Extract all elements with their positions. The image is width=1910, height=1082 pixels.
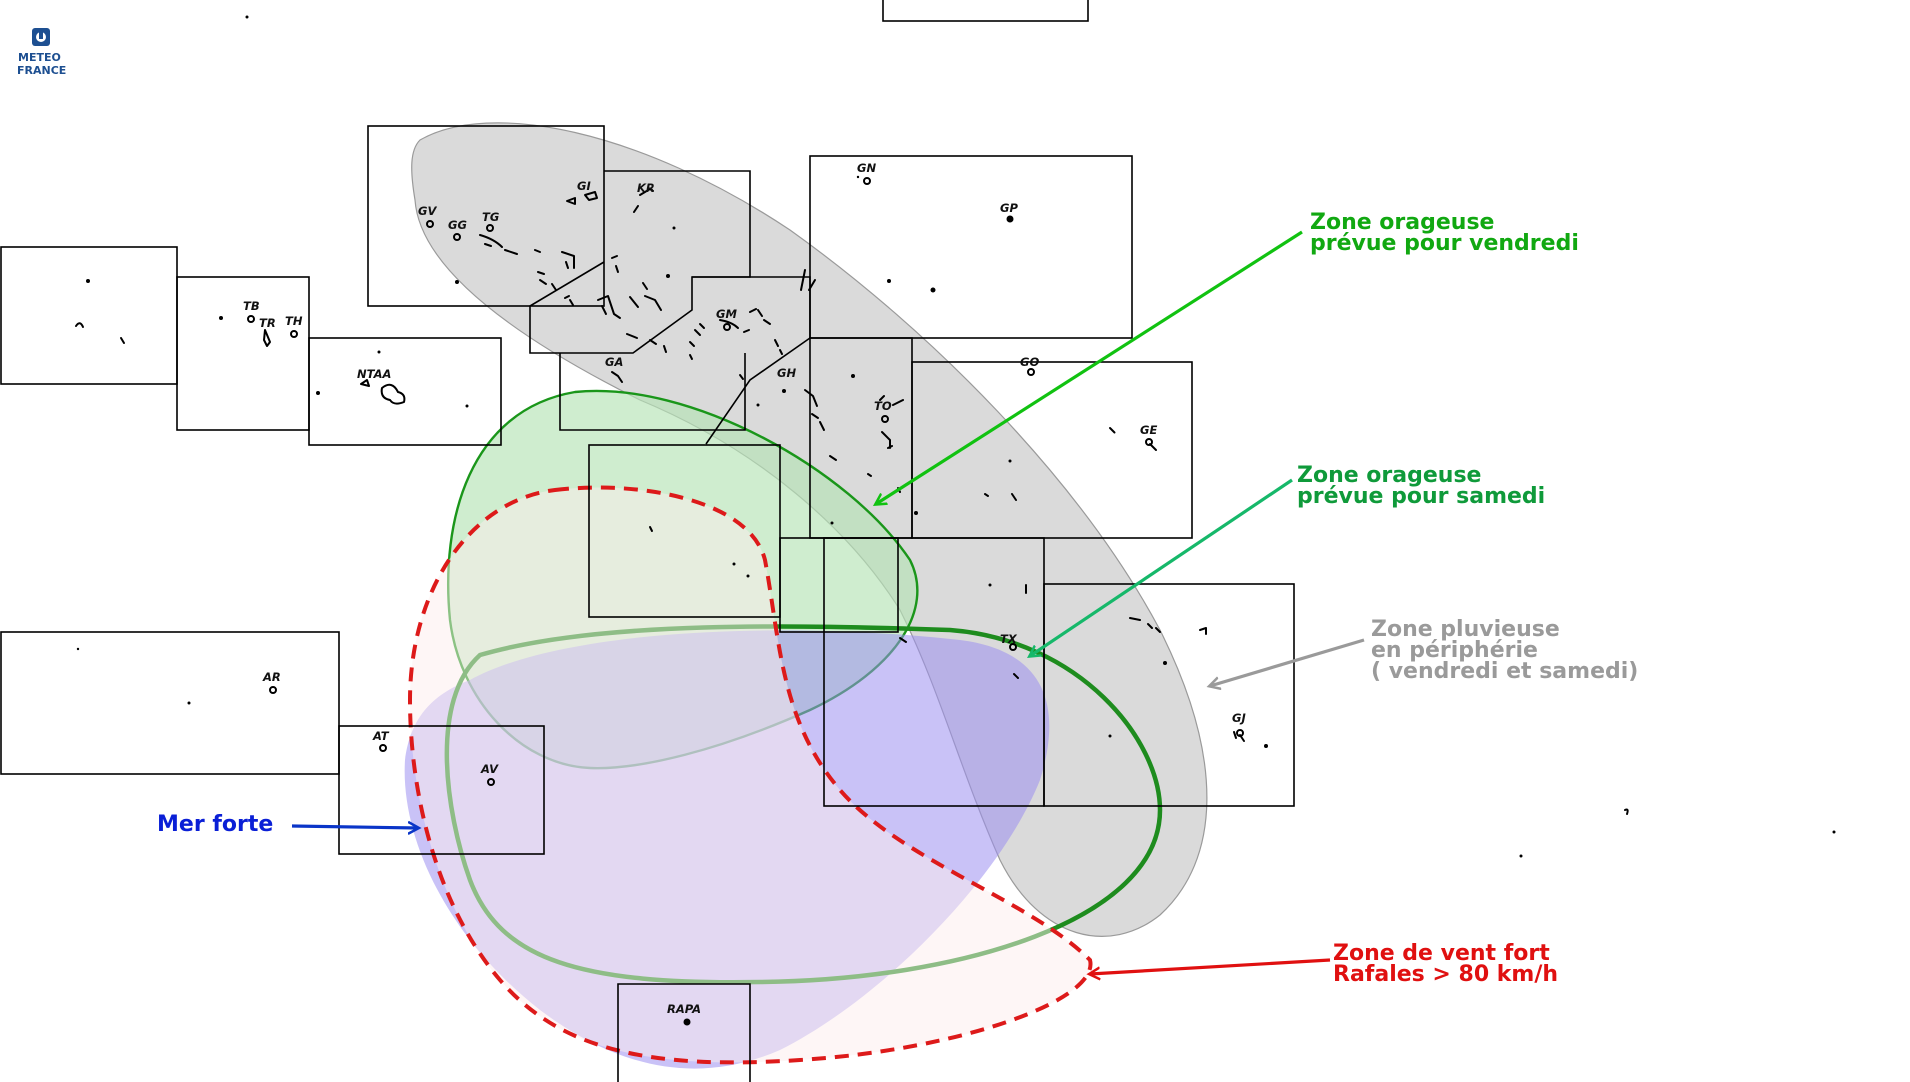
code-gp: GP	[1000, 201, 1018, 215]
code-gm: GM	[716, 307, 737, 321]
code-ntaa: NTAA	[357, 367, 391, 381]
code-kr: KR	[637, 181, 655, 195]
code-gn: GN	[857, 161, 876, 175]
box-gv	[367, 125, 605, 307]
box-top-edge	[882, 0, 1089, 22]
code-to: TO	[874, 399, 892, 413]
annotation-arrows	[291, 230, 1365, 974]
box-center	[588, 444, 781, 618]
box-ga	[559, 353, 746, 431]
box-ntaa	[308, 337, 502, 446]
weather-zones	[404, 122, 1208, 1069]
wind-zone	[407, 485, 1093, 1065]
code-av: AV	[480, 762, 499, 776]
logo-line-2: FRANCE	[17, 64, 66, 77]
arrow-storm-saturday	[1030, 478, 1293, 656]
code-tr: TR	[259, 316, 276, 330]
arrow-rain	[1210, 638, 1365, 686]
label-wind-2: Rafales > 80 km/h	[1333, 962, 1558, 987]
label-storm-friday-2: prévue pour vendredi	[1310, 231, 1579, 256]
label-sea: Mer forte	[157, 812, 273, 837]
label-storm-saturday-2: prévue pour samedi	[1297, 484, 1545, 509]
code-ar: AR	[262, 670, 281, 684]
box-gn	[809, 155, 1133, 339]
code-tg: TG	[482, 210, 499, 224]
box-go	[911, 361, 1193, 539]
code-gv: GV	[418, 204, 437, 218]
box-gj	[1043, 583, 1295, 807]
code-gi: GI	[577, 179, 591, 193]
code-gj: GJ	[1232, 711, 1246, 725]
label-wind-1: Zone de vent fort	[1333, 941, 1550, 966]
label-rain-1: Zone pluvieuse	[1371, 617, 1560, 642]
code-gg: GG	[448, 218, 467, 232]
code-ge: GE	[1140, 423, 1157, 437]
island-codes: GV GG TG GI KR GN GP TB TR TH NTAA GA GM…	[243, 161, 1246, 1016]
box-far-west	[0, 246, 178, 385]
logo-line-1: METEO	[18, 51, 61, 64]
code-gh: GH	[777, 366, 796, 380]
arrow-sea	[291, 826, 418, 828]
code-ga: GA	[605, 355, 623, 369]
box-ar	[0, 631, 340, 775]
code-th: TH	[285, 314, 303, 328]
arrow-storm-friday	[876, 230, 1303, 504]
code-rapa: RAPA	[667, 1002, 701, 1016]
label-rain-2: en périphérie	[1371, 638, 1538, 663]
label-storm-saturday-1: Zone orageuse	[1297, 463, 1481, 488]
meteo-france-logo: METEO FRANCE	[17, 28, 66, 77]
code-tb: TB	[243, 299, 260, 313]
label-rain-3: ( vendredi et samedi)	[1371, 659, 1638, 684]
code-tx: TX	[1000, 632, 1018, 646]
box-kr	[529, 170, 751, 354]
inset-boxes	[0, 0, 1295, 1082]
arrow-wind	[1090, 958, 1331, 974]
islands	[75, 15, 1836, 1026]
annotation-labels: Zone orageuse prévue pour vendredi Zone …	[157, 210, 1638, 987]
code-go: GO	[1020, 355, 1039, 369]
code-at: AT	[372, 729, 390, 743]
box-rapa	[617, 983, 751, 1082]
box-at	[338, 725, 545, 855]
label-storm-friday-1: Zone orageuse	[1310, 210, 1494, 235]
